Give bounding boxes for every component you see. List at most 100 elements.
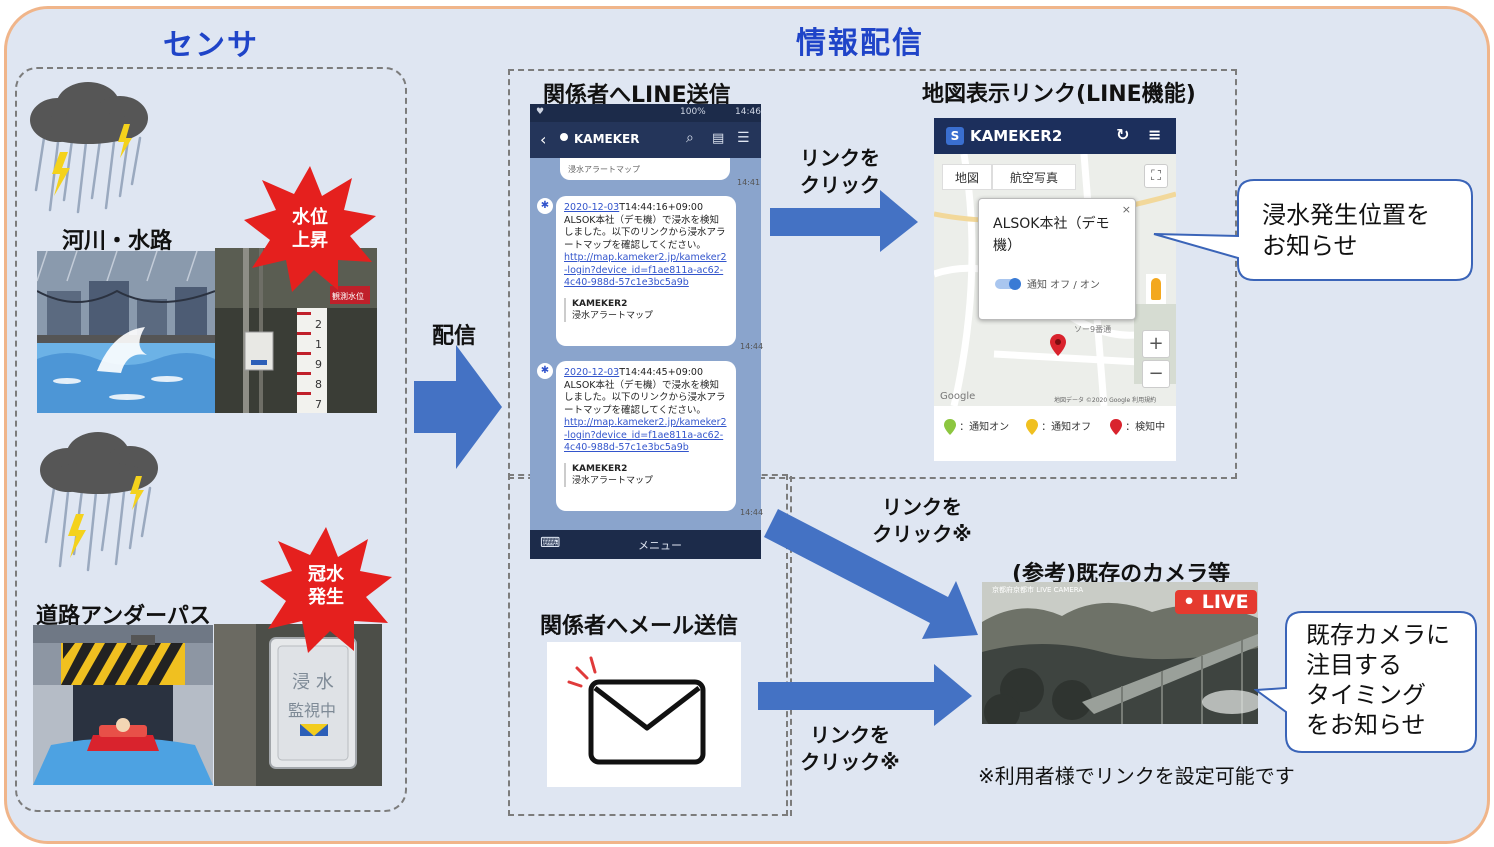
refresh-icon[interactable]: ↻ bbox=[1116, 125, 1130, 144]
line-phone-screen: ♥ 100% 14:46 ‹ KAMEKER ⌕ ▤ ☰ 浸水アラートマップ 1… bbox=[530, 104, 764, 559]
envelope-icon bbox=[567, 656, 706, 765]
map-canvas[interactable]: Google 地図データ ©2020 Google 利用規約 ソー9番通 bbox=[934, 154, 1176, 406]
message-2-card-title: KAMEKER2 bbox=[572, 463, 628, 474]
flood-text: 冠水 発生 bbox=[286, 563, 366, 609]
keyboard-icon[interactable]: ⌨ bbox=[540, 535, 561, 551]
map-section-title: 地図表示リンク(LINE機能) bbox=[922, 82, 1196, 107]
delivery-label: 配信 bbox=[432, 324, 477, 349]
map-screen: S KAMEKER2 ↻ ≡ Google 地図データ ©2020 Google… bbox=[934, 118, 1176, 461]
arrow-to-map bbox=[770, 190, 918, 252]
river-label: 河川・水路 bbox=[62, 229, 173, 254]
line-to-camera-line1: リンクを bbox=[882, 495, 962, 519]
map-credit: 地図データ ©2020 Google 利用規約 bbox=[1054, 396, 1156, 404]
line-header-name: KAMEKER bbox=[574, 132, 640, 146]
status-time: 14:46 bbox=[735, 107, 761, 117]
river-flood-illustration bbox=[37, 251, 215, 413]
sensor-group-box bbox=[15, 67, 407, 812]
pegman-icon[interactable] bbox=[1146, 274, 1166, 304]
mail-panel bbox=[547, 642, 741, 787]
twitter-icon: ♥ bbox=[536, 107, 545, 117]
arrow-line-to-camera bbox=[764, 509, 978, 639]
map-pin-icon[interactable] bbox=[1050, 334, 1066, 356]
underpass-flood-illustration bbox=[33, 625, 213, 785]
popup-close-icon[interactable]: × bbox=[1121, 203, 1131, 216]
svg-text:9: 9 bbox=[315, 358, 322, 371]
map-popup: × ALSOK本社（デモ機） 通知 オフ / オン bbox=[978, 198, 1136, 320]
live-camera-feed[interactable]: 京都府京都市 LIVE CAMERA bbox=[982, 582, 1258, 724]
mail-to-camera-line2: クリック※ bbox=[800, 750, 900, 774]
camera-bubble-shape bbox=[1254, 611, 1477, 753]
search-icon[interactable]: ⌕ bbox=[686, 130, 694, 146]
water-rise-text: 水位 上昇 bbox=[270, 206, 350, 252]
google-label: Google bbox=[940, 391, 975, 402]
bot-avatar-icon: ✱ bbox=[540, 365, 550, 376]
message-1-card-sub: 浸水アラートマップ bbox=[572, 310, 654, 321]
line-menu-bar: ⌨ メニュー bbox=[530, 530, 761, 559]
zoom-out-icon[interactable]: − bbox=[1142, 360, 1170, 388]
map-tab-aerial[interactable]: 航空写真 bbox=[992, 164, 1076, 190]
camera-bubble-line2: 注目する bbox=[1306, 651, 1402, 679]
legend-pin-green-icon bbox=[944, 419, 956, 435]
line-to-camera-label: リンクを クリック※ bbox=[862, 494, 982, 548]
legend-label-detect: ：検知中 bbox=[1125, 422, 1166, 433]
post-sign-line1: 浸 水 bbox=[292, 672, 334, 693]
map-app-name: KAMEKER2 bbox=[970, 127, 1063, 145]
arrow-mail-to-camera bbox=[758, 664, 972, 726]
camera-bubble-line3: タイミング bbox=[1306, 681, 1426, 709]
camera-bubble-text: 既存カメラに 注目する タイミング をお知らせ bbox=[1306, 620, 1450, 740]
message-1-timestamp: 2020-12-03T14:44:16+09:00 bbox=[564, 202, 728, 215]
message-2-sent-time: 14:44 bbox=[740, 508, 764, 517]
bot-avatar: ✱ bbox=[537, 363, 553, 379]
map-bubble-line2: お知らせ bbox=[1262, 232, 1358, 260]
bot-avatar-icon: ✱ bbox=[540, 200, 550, 211]
flood-burst bbox=[260, 527, 392, 653]
storm-cloud-icon bbox=[40, 432, 158, 572]
message-1-body: ALSOK本社（デモ機）で浸水を検知しました。以下のリンクから浸水アラートマップ… bbox=[564, 214, 726, 251]
menu-label[interactable]: メニュー bbox=[638, 539, 682, 552]
svg-text:8: 8 bbox=[315, 378, 322, 391]
account-icon bbox=[560, 133, 568, 141]
line-message-1: 2020-12-03T14:44:16+09:00 ALSOK本社（デモ機）で浸… bbox=[556, 196, 736, 346]
storm-cloud-icon bbox=[30, 82, 148, 214]
legend-label-on: ：通知オン bbox=[959, 422, 1010, 433]
delivery-arrow bbox=[414, 345, 502, 469]
svg-text:7: 7 bbox=[315, 398, 322, 411]
legend-pin-yellow-icon bbox=[1026, 419, 1038, 435]
map-bubble-text: 浸水発生位置を お知らせ bbox=[1262, 200, 1430, 262]
water-rise-line2: 上昇 bbox=[292, 230, 328, 251]
water-rise-burst bbox=[244, 166, 376, 292]
line-section-title: 関係者へLINE送信 bbox=[543, 83, 731, 108]
message-2-time: T14:44:45+09:00 bbox=[619, 367, 704, 378]
app-logo-icon: S bbox=[946, 127, 964, 145]
notes-icon[interactable]: ▤ bbox=[712, 131, 725, 146]
underpass-label: 道路アンダーパス bbox=[36, 604, 211, 629]
message-1-link[interactable]: http://map.kameker2.jp/kameker2-login?de… bbox=[564, 252, 727, 288]
back-icon[interactable]: ‹ bbox=[540, 130, 547, 149]
fullscreen-icon[interactable]: ⛶ bbox=[1144, 164, 1168, 188]
chat-area: 浸水アラートマップ 14:41 ✱ 2020-12-03T14:44:16+09… bbox=[530, 158, 764, 530]
message-1-date[interactable]: 2020-12-03 bbox=[564, 202, 620, 213]
message-2-timestamp: 2020-12-03T14:44:45+09:00 bbox=[564, 367, 728, 380]
delivery-divider bbox=[790, 476, 792, 816]
camera-bubble-line4: をお知らせ bbox=[1306, 711, 1426, 739]
line-to-camera-line2: クリック※ bbox=[872, 522, 972, 546]
map-bubble-shape bbox=[1153, 179, 1473, 281]
message-1-time: T14:44:16+09:00 bbox=[619, 202, 704, 213]
notify-toggle[interactable] bbox=[995, 278, 1021, 290]
map-tab-map[interactable]: 地図 bbox=[942, 164, 992, 190]
svg-text:2: 2 bbox=[315, 318, 322, 331]
partial-time: 14:41 bbox=[737, 178, 761, 187]
menu-icon[interactable]: ☰ bbox=[737, 130, 750, 146]
sensor-title: センサ bbox=[163, 28, 259, 63]
click-to-map-line1: リンクを bbox=[800, 146, 880, 170]
zoom-in-icon[interactable]: + bbox=[1142, 330, 1170, 358]
mail-to-camera-line1: リンクを bbox=[810, 723, 890, 747]
map-legend: ：通知オン ：通知オフ ：検知中 bbox=[934, 406, 1176, 461]
legend-item-on: ：通知オン bbox=[944, 418, 1009, 435]
message-2-link[interactable]: http://map.kameker2.jp/kameker2-login?de… bbox=[564, 417, 727, 453]
hamburger-icon[interactable]: ≡ bbox=[1148, 125, 1162, 144]
message-2-date[interactable]: 2020-12-03 bbox=[564, 367, 620, 378]
click-to-map-line2: クリック bbox=[800, 173, 880, 197]
